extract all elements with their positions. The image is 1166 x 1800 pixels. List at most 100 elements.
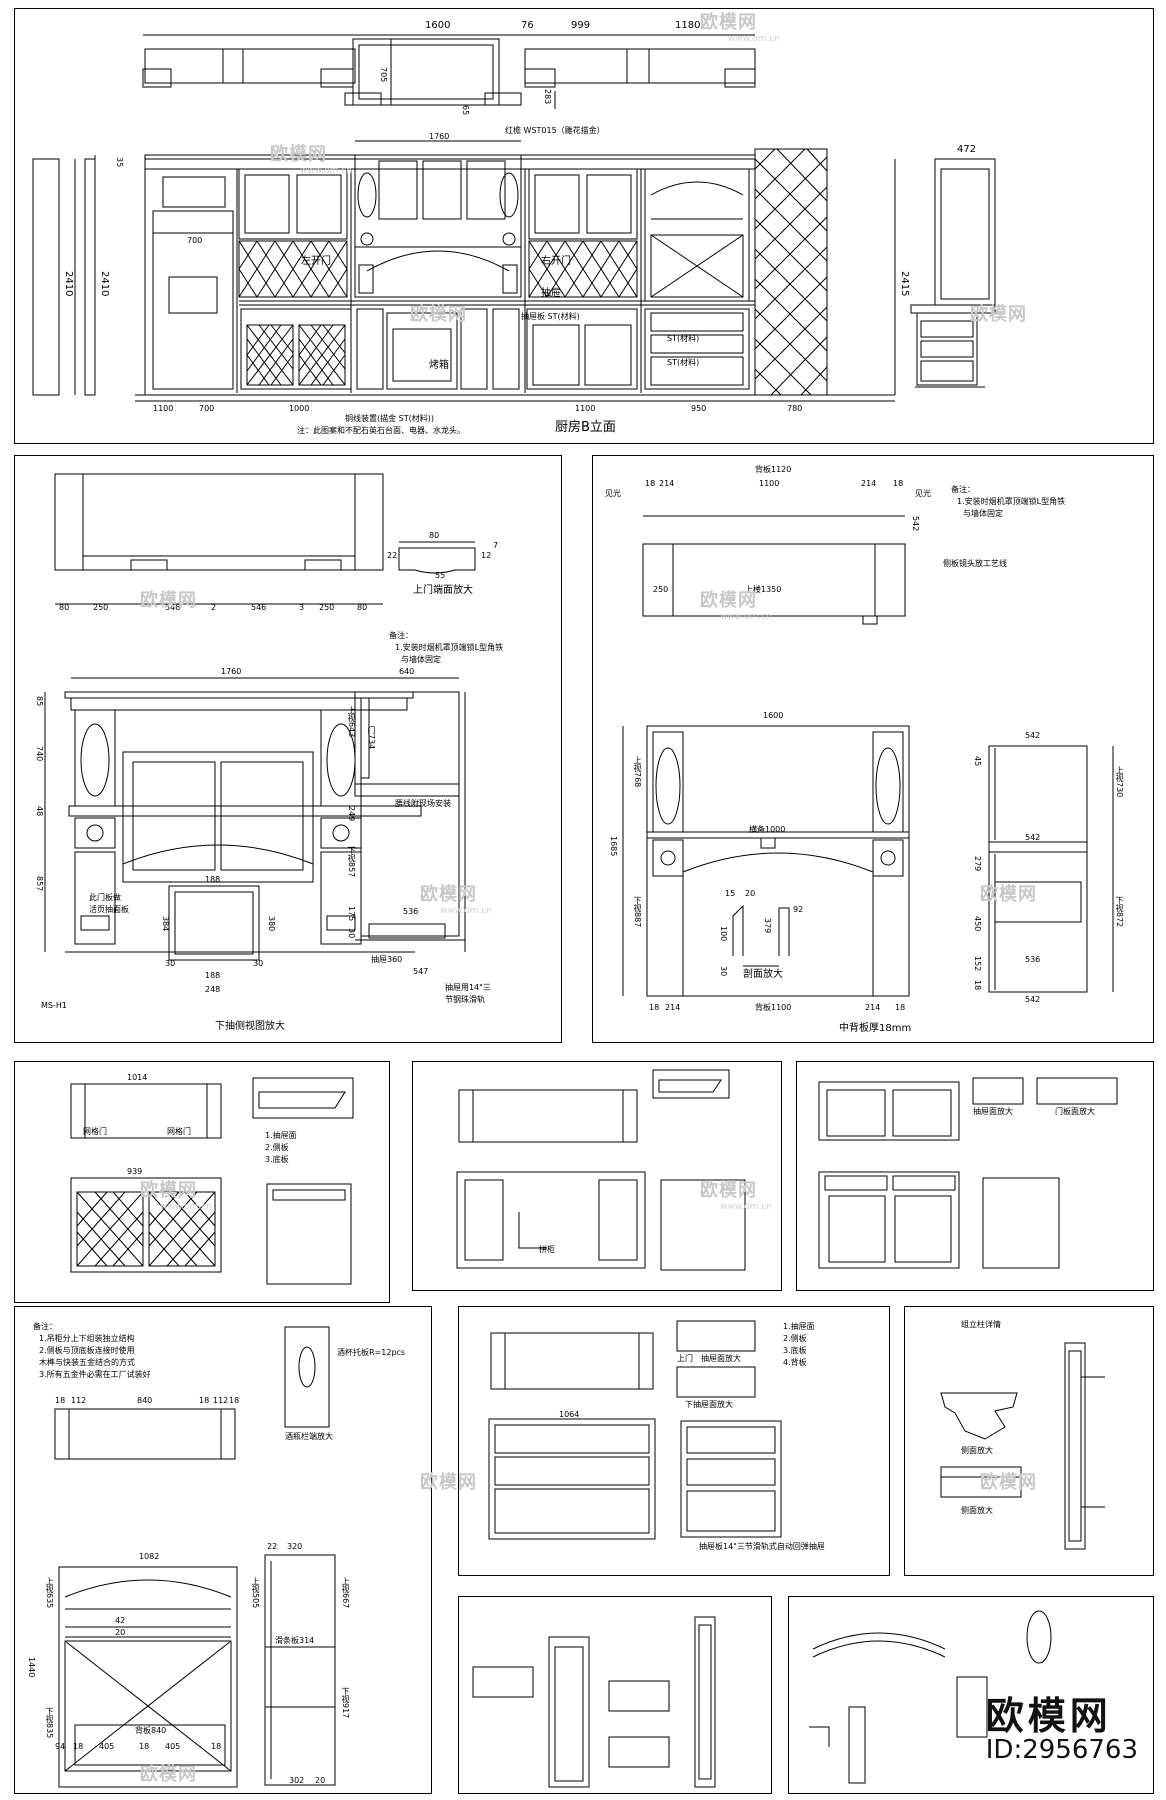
drawer-cabinet-drawing (459, 1307, 889, 1575)
brand-mark: 欧模网 ID:2956763 (986, 1697, 1138, 1766)
height-a-4: 857 (35, 876, 44, 892)
base-dim-4: 1100 (575, 404, 596, 413)
f-top-dim-2: 112 (71, 1396, 87, 1405)
height-label-3: 2415 (899, 271, 910, 297)
e-label-1: 抽屉面放大 (973, 1107, 1013, 1116)
f-side-dim-7: 302 (289, 1776, 305, 1785)
f-side-dim-8: 20 (315, 1776, 326, 1785)
plan-dim-a2: 250 (93, 603, 109, 612)
height-a-3: 48 (35, 806, 44, 817)
f-side-dim-1: 22 (267, 1542, 278, 1551)
back-label-b: 背板1120 (755, 465, 792, 474)
door-label-drawer: 抽屉 (541, 288, 561, 299)
watermark: 欧模网 (700, 12, 757, 33)
height-a-1: 85 (35, 696, 44, 707)
plan-dim-a1: 80 (59, 603, 70, 612)
top-dim-1: 1600 (425, 20, 451, 31)
f-height-2: 1440 (27, 1657, 36, 1678)
crown-label: 红檐 WST015（雕花描金） (505, 126, 605, 135)
watermark: 欧模网 (410, 304, 467, 325)
watermark-url: www.om.cn (440, 906, 492, 916)
width-b: 1600 (763, 711, 784, 720)
brand-logo: 欧模网 (985, 1693, 1112, 1738)
top-dim-b5: 18 (893, 479, 904, 488)
f-top-dim-6: 18 (229, 1396, 240, 1405)
left-side-view (33, 159, 95, 395)
c-dim-1: 1014 (127, 1073, 148, 1082)
g-note-2: 2.侧板 (783, 1334, 807, 1343)
g-label-2: 下抽屉面放大 (685, 1400, 733, 1409)
section-title-b: 剖面放大 (743, 969, 783, 980)
bottom-dim-a1: 536 (403, 907, 419, 916)
section-dim-b5: 379 (763, 918, 772, 934)
frame-dim-a3: 30 (165, 959, 176, 968)
side-height-b2: 下视872 (1115, 896, 1124, 928)
f-top-dim-1: 18 (55, 1396, 66, 1405)
f-side-dim-6: 下视917 (341, 1687, 350, 1719)
f-side-dim-5: 滑条板314 (275, 1636, 315, 1645)
panel-arch-detail (788, 1596, 1154, 1794)
height-label-2: 2410 (99, 271, 110, 297)
side-width-a: 640 (399, 667, 415, 676)
base-dim-1: 1100 (153, 404, 174, 413)
side-height-b3: 45 (973, 756, 982, 767)
g-note-3: 3.底板 (783, 1346, 807, 1355)
caption-b: 中背板厚18mm (839, 1023, 912, 1034)
panel-column-detail: 组立柱详情 侧面放大 侧面放大 (904, 1306, 1154, 1576)
left-label-b: 见光 (605, 489, 621, 498)
note-a-1: 1.安装时烟机罩顶端锁L型角铁 (395, 643, 504, 652)
h-label-2: 侧面放大 (961, 1506, 993, 1515)
f-height-1: 上视635 (45, 1577, 54, 1609)
side-height-b4: 279 (973, 856, 982, 872)
plan-dim-a8: 80 (357, 603, 368, 612)
watermark-url: www.om.cn (720, 612, 772, 622)
section-dim-b2: 20 (745, 889, 756, 898)
watermark-url: www.om.cn (160, 1202, 212, 1212)
side-height-a-5: 175 (347, 906, 356, 922)
plan-dim-a7: 250 (319, 603, 335, 612)
bottom-label-b: 上楼1350 (745, 585, 782, 594)
f-side-dim-4: 上视667 (341, 1577, 350, 1609)
bottom-dim-b4: 214 (865, 1003, 881, 1012)
caption-a: 下抽侧视图放大 (215, 1021, 285, 1032)
watermark: 欧模网 (980, 884, 1037, 905)
note-f-3: 木榫与快装五金结合的方式 (39, 1358, 135, 1367)
top-dim-3: 999 (571, 20, 591, 31)
section-dim-b4: 100 (719, 926, 728, 942)
bottom-dim-b3: 背板1100 (755, 1003, 792, 1012)
note-f-1: 1.吊柜分上下组装独立结构 (39, 1334, 135, 1343)
note-b-2: 与墙体固定 (963, 509, 1003, 518)
g-width: 1064 (559, 1410, 580, 1419)
h-title: 组立柱详情 (961, 1320, 1001, 1329)
detail-dim-80: 80 (429, 531, 440, 540)
frame-dim-a4: 188 (205, 971, 221, 980)
top-dim-2: 76 (521, 20, 534, 31)
f-bottom-label: 背板840 (135, 1726, 167, 1735)
drawer-note-2: ST(材料) (667, 334, 700, 343)
f-width: 1082 (139, 1552, 160, 1561)
plan-dim-a5: 546 (251, 603, 267, 612)
g-label-1: 抽屉面放大 (701, 1354, 741, 1363)
detail-dim-22: 22 (387, 551, 398, 560)
side-height-a-1: 上视643 (347, 706, 356, 738)
footnote: 注：此图案和不配石英石台面、电器、水龙头。 (297, 426, 465, 435)
width-a: 1760 (221, 667, 242, 676)
side-dim-b4: 542 (1025, 995, 1041, 1004)
arch-detail-drawing (789, 1597, 1153, 1793)
door-note-a1: 此门板做 (89, 893, 121, 902)
brand-id: ID:2956763 (985, 1734, 1138, 1765)
base-cabinet-e-drawing (797, 1062, 1153, 1290)
side-height-b7: 18 (973, 980, 982, 991)
frame-dim-a1: 188 (205, 875, 221, 884)
frame-dim-a7: 380 (267, 916, 276, 932)
side-height-b5: 450 (973, 916, 982, 932)
f-height-3: 下视835 (45, 1707, 54, 1739)
watermark-url: www.om.cn (300, 166, 352, 176)
side-height-a-6: 30 (347, 928, 356, 939)
f-small-1: 42 (115, 1616, 126, 1625)
f-top-dim-4: 18 (199, 1396, 210, 1405)
base-dim-2: 700 (199, 404, 215, 413)
detail-dim-55: 55 (435, 571, 446, 580)
depth-label: 472 (957, 144, 977, 155)
note-f-4: 3.所有五金件必需在工厂试装好 (39, 1370, 151, 1379)
